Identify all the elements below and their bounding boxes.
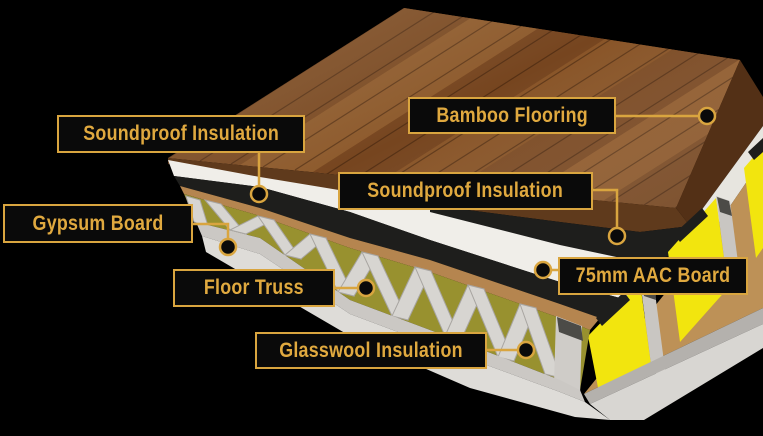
- gypsum-board-right-edge: [590, 324, 763, 420]
- leader-gypsum: [193, 222, 230, 239]
- truss-top-chord: [180, 186, 600, 330]
- label-text: Floor Truss: [203, 276, 305, 299]
- label-bamboo-flooring: Bamboo Flooring: [408, 97, 616, 134]
- bamboo-right-edge-face: [676, 60, 763, 226]
- label-text: 75mm AAC Board: [575, 264, 731, 287]
- dot-soundproof-right: [607, 226, 627, 246]
- dot-floor-truss: [356, 278, 376, 298]
- label-gypsum-board: Gypsum Board: [3, 204, 193, 243]
- truss-bottom-chord: [196, 222, 585, 402]
- label-text: Soundproof Insulation: [367, 179, 564, 202]
- soundproof-insulation-lower-layer: [174, 176, 620, 318]
- leader-soundproof-right: [593, 188, 619, 228]
- label-aac-board: 75mm AAC Board: [558, 257, 748, 295]
- dot-gypsum: [218, 237, 238, 257]
- dot-aac: [533, 260, 553, 280]
- callout-dots: [218, 106, 717, 360]
- label-text: Gypsum Board: [32, 211, 164, 235]
- dot-bamboo: [697, 106, 717, 126]
- fastener-dash-1: [596, 292, 630, 326]
- fastener-dash-3: [748, 138, 763, 160]
- gypsum-board-surface: [202, 236, 610, 420]
- label-text: Bamboo Flooring: [436, 103, 588, 127]
- label-glasswool-insulation: Glasswool Insulation: [255, 332, 487, 369]
- label-text: Soundproof Insulation: [83, 122, 279, 145]
- label-soundproof-insulation-right: Soundproof Insulation: [338, 172, 593, 210]
- glasswool-batt-1: [588, 282, 652, 398]
- corner-post-connector: [557, 317, 583, 341]
- truss-post-2: [640, 280, 666, 377]
- label-text: Glasswool Insulation: [279, 338, 463, 362]
- glasswool-batt-3: [744, 146, 763, 258]
- label-floor-truss: Floor Truss: [173, 269, 335, 307]
- bottom-chord-right-edge: [584, 308, 763, 404]
- soundproof-insulation-upper-layer: [430, 205, 700, 262]
- gypsum-board-layer: [196, 222, 763, 420]
- post-connector-3: [717, 197, 732, 216]
- dot-soundproof-left: [249, 184, 269, 204]
- truss-web-members: [185, 195, 562, 379]
- label-soundproof-insulation-left: Soundproof Insulation: [57, 115, 305, 153]
- fastener-dash-2: [674, 208, 708, 242]
- dot-glasswool: [516, 340, 536, 360]
